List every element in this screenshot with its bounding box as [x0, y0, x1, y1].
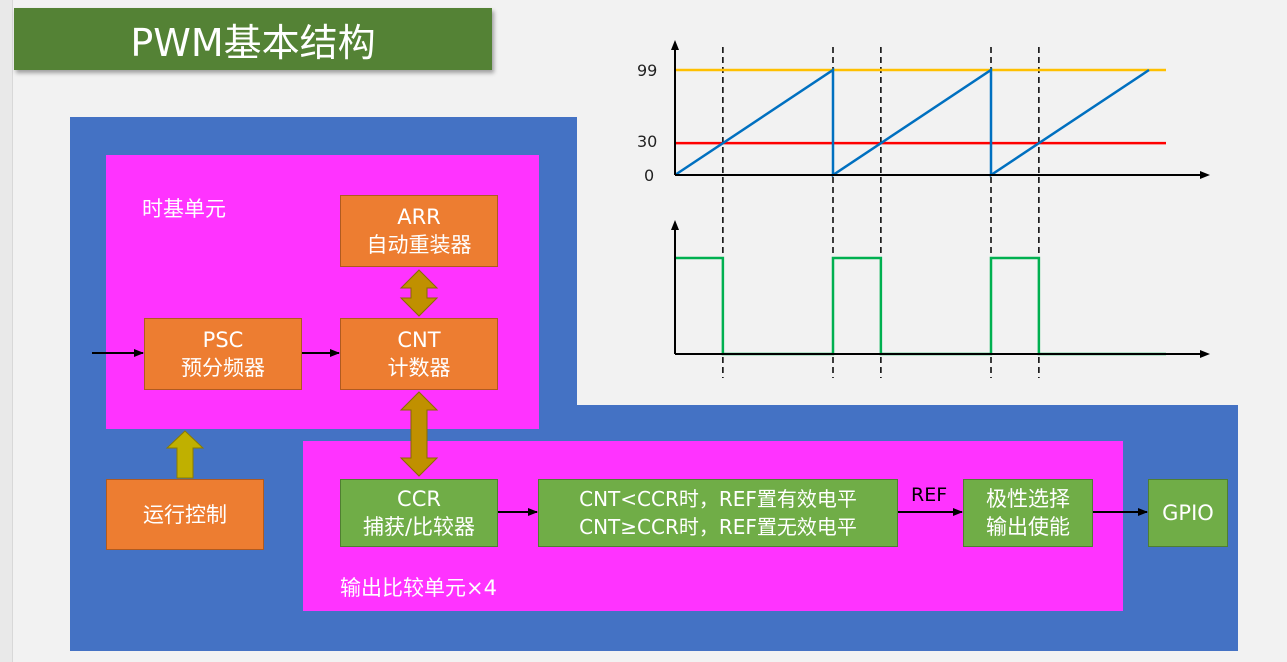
cnt-ccr-double-arrow	[399, 391, 439, 477]
y-tick-99: 99	[637, 61, 657, 80]
polarity-box: 极性选择 输出使能	[963, 479, 1093, 547]
psc-box: PSC 预分频器	[144, 318, 302, 390]
polarity-line2: 输出使能	[986, 515, 1070, 539]
slide-title: PWM基本结构	[14, 8, 492, 70]
ccr-title: CCR	[397, 487, 441, 511]
counter-y-axis-head	[671, 40, 679, 50]
arr-box: ARR 自动重装器	[340, 195, 498, 267]
cnt-subtitle: 计数器	[387, 356, 451, 380]
time-base-label: 时基单元	[142, 197, 226, 221]
cnt-box: CNT 计数器	[340, 318, 498, 390]
counter-x-axis-head	[1200, 171, 1210, 179]
ccr-subtitle: 捕获/比较器	[362, 515, 476, 539]
y-tick-0: 0	[644, 166, 654, 185]
pwm-x-axis-head	[1200, 350, 1210, 358]
pwm-waveform-chart: 99 30 0	[637, 40, 1210, 378]
psc-title: PSC	[202, 328, 244, 352]
compare-rule-box: CNT<CCR时，REF置有效电平 CNT≥CCR时，REF置无效电平	[538, 479, 898, 547]
arr-cnt-double-arrow	[399, 269, 439, 317]
pwm-square-wave	[675, 256, 1166, 356]
run-control-box: 运行控制	[106, 479, 264, 550]
run-control-label: 运行控制	[143, 502, 227, 527]
psc-subtitle: 预分频器	[181, 356, 265, 380]
y-tick-30: 30	[637, 132, 657, 151]
polarity-line1: 极性选择	[986, 487, 1070, 511]
gpio-label: GPIO	[1162, 501, 1214, 525]
compare-rule-line2: CNT≥CCR时，REF置无效电平	[579, 515, 857, 539]
pwm-y-axis-head	[671, 220, 679, 230]
counter-sawtooth	[674, 67, 1150, 178]
ref-label: REF	[911, 484, 948, 506]
arr-subtitle: 自动重装器	[366, 233, 472, 257]
cnt-title: CNT	[397, 328, 441, 352]
run-control-up-arrow	[165, 430, 205, 479]
ccr-box: CCR 捕获/比较器	[340, 479, 498, 547]
arr-title: ARR	[397, 205, 441, 229]
gpio-box: GPIO	[1148, 479, 1228, 547]
output-compare-label: 输出比较单元×4	[340, 576, 497, 600]
slide-edge	[0, 0, 13, 662]
compare-rule-line1: CNT<CCR时，REF置有效电平	[579, 487, 857, 511]
